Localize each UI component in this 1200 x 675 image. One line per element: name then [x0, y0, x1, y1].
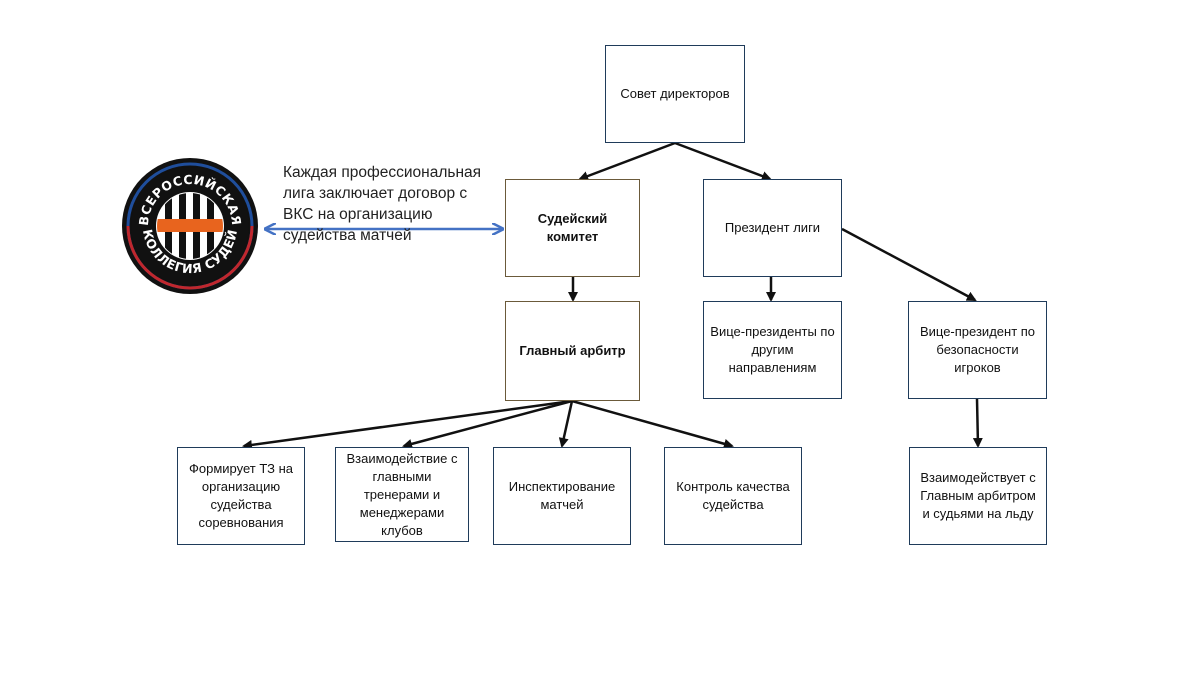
arrow-president-vp-safety	[841, 227, 977, 302]
arrow-chief-task2	[402, 399, 573, 449]
box-vp-other: Вице-президенты по другим направлениям	[703, 301, 842, 399]
arrow-council-committee	[578, 141, 676, 181]
box-task-quality-label: Контроль качества судейства	[676, 479, 790, 512]
arrow-council-president	[674, 141, 772, 181]
box-chief-arbiter-label: Главный арбитр	[519, 343, 626, 358]
box-task-interaction: Взаимодействие с главными тренерами и ме…	[335, 447, 469, 542]
box-task-inspection-label: Инспектирование матчей	[508, 479, 616, 512]
box-committee-label: Судейский комитет	[537, 211, 608, 244]
arrow-vp-safety-task5	[972, 398, 983, 448]
arrow-chief-task3	[558, 400, 574, 448]
box-committee: Судейский комитет	[505, 179, 640, 277]
box-vp-other-label: Вице-президенты по другим направлениям	[710, 324, 835, 375]
box-task-safety-interaction-label: Взаимодействует с Главным арбитром и суд…	[920, 470, 1036, 521]
box-president: Президент лиги	[703, 179, 842, 277]
box-vp-safety-label: Вице-президент по безопасности игроков	[919, 324, 1036, 375]
box-chief-arbiter: Главный арбитр	[505, 301, 640, 401]
contract-note: Каждая профессиональная лига заключает д…	[283, 164, 482, 244]
box-task-inspection: Инспектирование матчей	[493, 447, 631, 545]
box-task-tz: Формирует ТЗ на организацию судейства со…	[177, 447, 305, 545]
arrow-chief-task4	[571, 399, 734, 449]
box-vp-safety: Вице-президент по безопасности игроков	[908, 301, 1047, 399]
box-task-interaction-label: Взаимодействие с главными тренерами и ме…	[346, 450, 458, 538]
box-council: Совет директоров	[605, 45, 745, 143]
vks-logo: ВСЕРОССИЙСКАЯ КОЛЛЕГИЯ СУДЕЙ	[122, 158, 258, 294]
box-task-quality: Контроль качества судейства	[664, 447, 802, 545]
box-president-label: Президент лиги	[724, 220, 821, 235]
box-task-tz-label: Формирует ТЗ на организацию судейства со…	[188, 461, 293, 530]
box-task-safety-interaction: Взаимодействует с Главным арбитром и суд…	[909, 447, 1047, 545]
arrow-chief-task1	[242, 399, 573, 450]
box-council-label: Совет директоров	[620, 86, 730, 101]
